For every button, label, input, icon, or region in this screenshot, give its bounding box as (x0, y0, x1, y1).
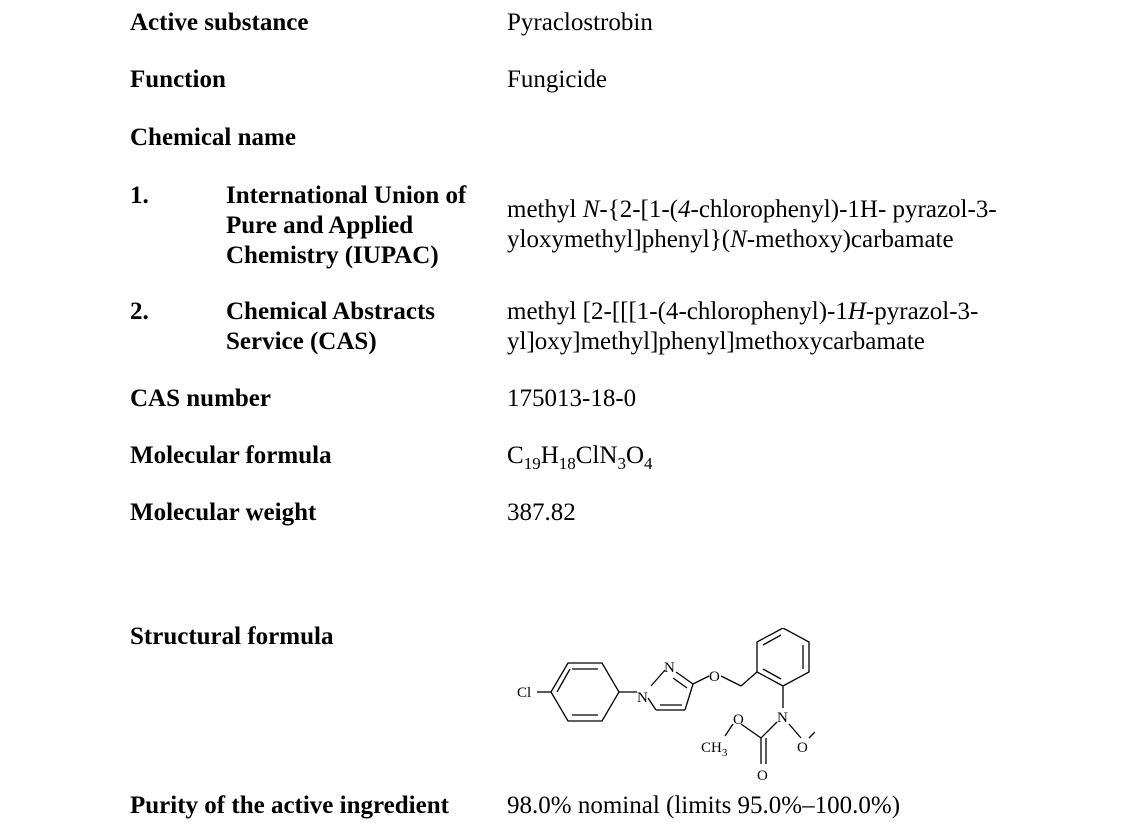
active-substance-label: Active substance (130, 9, 309, 36)
molecular-formula-value: C19H18ClN3O4 (507, 442, 653, 473)
iupac-label-line-3: Chemistry (IUPAC) (226, 242, 439, 269)
atom-o-methoxy: O (797, 740, 808, 756)
pyraclostrobin-structure-diagram: Cl N N O N O O O CH3 (517, 628, 815, 784)
atom-n1: N (637, 690, 648, 706)
molecular-formula-label: Molecular formula (130, 442, 332, 469)
atom-o-carbonyl: O (757, 768, 768, 784)
atom-n-carbamate: N (777, 710, 788, 726)
iupac-label-line-1: International Union of (226, 182, 467, 209)
molecular-weight-label: Molecular weight (130, 499, 317, 526)
iupac-label-line-2: Pure and Applied (226, 212, 414, 239)
cas-label-line-2: Service (CAS) (226, 328, 377, 355)
molecular-weight-value: 387.82 (507, 499, 576, 526)
cas-label-line-1: Chemical Abstracts (226, 298, 435, 325)
atom-ch3-ester: CH3 (701, 740, 728, 759)
structural-formula-label: Structural formula (130, 623, 334, 650)
cas-value-line-2: yl]oxy]methyl]phenyl]methoxycarbamate (507, 328, 925, 355)
purity-value: 98.0% nominal (limits 95.0%–100.0%) (507, 792, 901, 819)
cas-number-index: 2. (130, 298, 149, 325)
chemical-name-label: Chemical name (130, 124, 296, 151)
atom-cl: Cl (517, 685, 531, 701)
function-value: Fungicide (507, 66, 607, 93)
active-substance-value: Pyraclostrobin (507, 9, 653, 36)
cas-number-label: CAS number (130, 385, 271, 412)
purity-label: Purity of the active ingredient (130, 792, 449, 819)
cas-value-line-1: methyl [2-[[[1-(4-chlorophenyl)-1H-pyraz… (507, 298, 979, 325)
atom-o-ester: O (733, 712, 744, 728)
iupac-value-line-1: methyl N-{2-[1-(4-chlorophenyl)-1H- pyra… (507, 196, 997, 223)
function-label: Function (130, 66, 226, 93)
atom-n2: N (664, 660, 675, 676)
cas-number-value: 175013-18-0 (507, 385, 637, 412)
iupac-value-line-2: yloxymethyl]phenyl}(N-methoxy)carbamate (507, 226, 954, 253)
iupac-number: 1. (130, 182, 149, 209)
atom-o-ether: O (709, 669, 720, 685)
